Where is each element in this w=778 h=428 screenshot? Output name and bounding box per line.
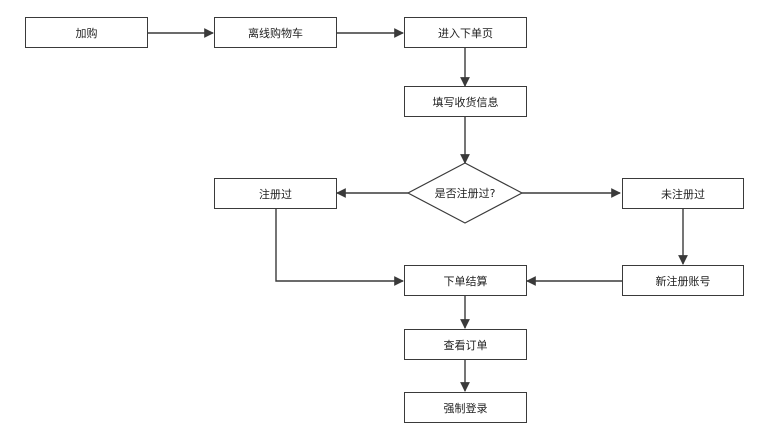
node-force-login: 强制登录 bbox=[404, 392, 527, 423]
decision-registered-question: 是否注册过? bbox=[408, 178, 522, 208]
node-registered-label: 注册过 bbox=[259, 187, 292, 201]
node-enter-order-page: 进入下单页 bbox=[404, 17, 527, 48]
edge-registered-to-checkout bbox=[275, 208, 404, 286]
node-new-account-label: 新注册账号 bbox=[655, 274, 711, 288]
node-not-registered-label: 未注册过 bbox=[661, 187, 705, 201]
node-view-order-label: 查看订单 bbox=[443, 338, 488, 352]
node-view-order: 查看订单 bbox=[404, 329, 527, 360]
node-checkout-label: 下单结算 bbox=[443, 274, 488, 288]
node-checkout: 下单结算 bbox=[404, 265, 527, 296]
node-registered: 注册过 bbox=[214, 178, 337, 209]
node-offline-cart: 离线购物车 bbox=[214, 17, 337, 48]
decision-diamond-shape bbox=[406, 162, 524, 224]
node-fill-shipping-info-label: 填写收货信息 bbox=[432, 95, 499, 109]
node-enter-order-page-label: 进入下单页 bbox=[438, 26, 493, 40]
node-force-login-label: 强制登录 bbox=[443, 401, 488, 415]
node-fill-shipping-info: 填写收货信息 bbox=[404, 86, 527, 117]
node-offline-cart-label: 离线购物车 bbox=[248, 26, 303, 40]
node-add-to-cart-label: 加购 bbox=[75, 26, 98, 40]
node-new-account: 新注册账号 bbox=[622, 265, 744, 296]
decision-registered-question-label: 是否注册过? bbox=[434, 187, 496, 200]
node-add-to-cart: 加购 bbox=[25, 17, 148, 48]
node-not-registered: 未注册过 bbox=[622, 178, 744, 209]
